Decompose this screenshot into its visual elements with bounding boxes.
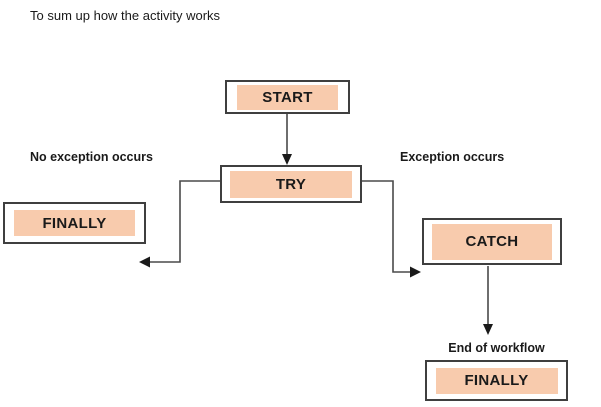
node-finally-left: FINALLY <box>3 202 146 244</box>
node-start-fill: START <box>237 84 338 110</box>
node-start: START <box>225 80 350 114</box>
node-finally-bottom: FINALLY <box>425 360 568 401</box>
node-finally-left-label: FINALLY <box>42 214 107 232</box>
label-no-exception: No exception occurs <box>30 150 153 164</box>
node-catch: CATCH <box>422 218 562 265</box>
label-end-of-workflow: End of workflow <box>448 341 545 355</box>
node-finally-bottom-label: FINALLY <box>464 372 529 389</box>
arrowhead-catch-to-finally <box>483 324 493 335</box>
label-exception: Exception occurs <box>400 150 505 164</box>
arrowhead-try-to-finally-left <box>139 256 150 268</box>
node-try-fill: TRY <box>230 170 352 198</box>
node-finally-bottom-fill: FINALLY <box>435 367 558 394</box>
flowchart-title: To sum up how the activity works <box>30 8 221 23</box>
node-finally-left-fill: FINALLY <box>14 210 135 236</box>
node-catch-label: CATCH <box>465 233 519 250</box>
arrowhead-start-to-try <box>282 154 292 165</box>
node-try: TRY <box>220 165 362 203</box>
node-try-label: TRY <box>275 175 307 193</box>
arrowhead-try-to-catch <box>410 266 421 278</box>
connector-try-to-finally-left <box>148 180 220 263</box>
node-catch-fill: CATCH <box>432 223 552 260</box>
node-start-label: START <box>262 88 313 106</box>
connector-try-to-catch <box>362 180 413 273</box>
